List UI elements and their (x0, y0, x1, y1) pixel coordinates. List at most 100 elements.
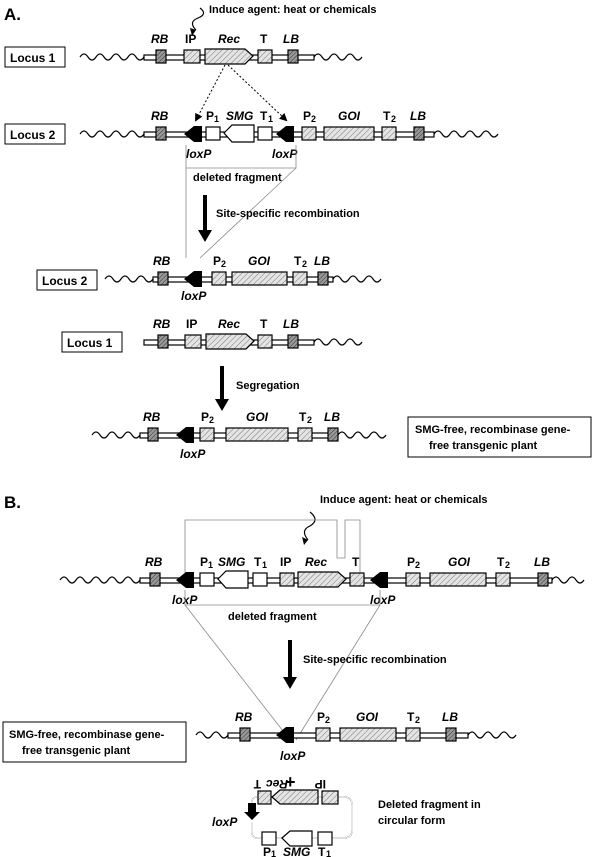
p2-label: P (407, 555, 415, 569)
segregation-label: Segregation (236, 380, 300, 392)
p2-sub: 2 (325, 715, 330, 725)
deleted-label-a: deleted fragment (193, 172, 282, 184)
locus1-label: Locus 1 (67, 336, 113, 350)
induce-squiggle-a (191, 7, 205, 31)
panel-a-title: A. (4, 5, 21, 24)
recomb-label-b: Site-specific recombination (303, 654, 447, 666)
loxp-label: loxP (280, 749, 306, 763)
rb-label: RB (153, 254, 171, 268)
rb-box (155, 49, 167, 64)
result-label-b-1: SMG-free, recombinase gene- (9, 729, 165, 741)
goi-label: GOI (246, 410, 269, 424)
t-label: T (260, 32, 268, 46)
t2-label: T (407, 710, 415, 724)
p1-sub: 1 (271, 849, 276, 857)
deleted-fragment-bracket-a (185, 145, 297, 169)
t-label: T (352, 555, 360, 569)
t2-label: T (497, 555, 505, 569)
p2-label: P (201, 410, 209, 424)
t2-label: T (383, 109, 391, 123)
loxp-label: loxP (212, 815, 238, 829)
t2-box (381, 126, 397, 141)
loxp-circular-icon (244, 803, 260, 820)
construct-b: RB loxP P 1 SMG T 1 IP Rec T loxP P 2 GO… (59, 555, 585, 607)
deleted-label-b: deleted fragment (228, 611, 317, 623)
ip-label-inverted: IP (315, 777, 326, 791)
circular-label-1: Deleted fragment in (378, 799, 481, 811)
result-label-b-2: free transgenic plant (22, 745, 131, 757)
rb-label: RB (145, 555, 163, 569)
lb-label: LB (314, 254, 330, 268)
smg-arrow (223, 124, 255, 143)
t1-sub: 1 (268, 114, 273, 124)
locus1-label: Locus 1 (10, 51, 56, 65)
lb-label: LB (283, 317, 299, 331)
goi-label: GOI (448, 555, 471, 569)
lb-label: LB (534, 555, 550, 569)
t2-sub: 2 (505, 560, 510, 570)
plus-sign: + (285, 772, 296, 792)
rec-label: Rec (305, 555, 327, 569)
rb-label: RB (235, 710, 253, 724)
p2-sub: 2 (311, 114, 316, 124)
rb-label: RB (153, 317, 171, 331)
smg-label: SMG (283, 845, 310, 857)
locus2-label: Locus 2 (42, 274, 88, 288)
t1-sub: 1 (262, 560, 267, 570)
locus2-label: Locus 2 (10, 128, 56, 142)
p1-sub: 1 (214, 114, 219, 124)
t2-sub: 2 (307, 415, 312, 425)
lb-label: LB (442, 710, 458, 724)
p1-box (205, 126, 221, 141)
loxp-right-icon (276, 126, 294, 142)
goi-label: GOI (356, 710, 379, 724)
locus1-label-box (4, 46, 66, 68)
smg-label: SMG (218, 555, 245, 569)
t-label-inverted: T (253, 777, 261, 791)
t2-sub: 2 (391, 114, 396, 124)
induce-label-b: Induce agent: heat or chemicals (320, 494, 488, 506)
loxp-label: loxP (180, 447, 206, 461)
loxp-label: loxP (186, 147, 212, 161)
result-label-a-1: SMG-free, recombinase gene- (415, 424, 571, 436)
ip-label: IP (185, 32, 196, 46)
p1-label: P (263, 845, 271, 857)
final-construct-b: RB loxP P 2 GOI T 2 LB (195, 710, 517, 763)
induce-squiggle-b (303, 511, 316, 541)
t1-label: T (318, 845, 326, 857)
lb-label: LB (283, 32, 299, 46)
goi-label: GOI (248, 254, 271, 268)
recomb-label-a: Site-specific recombination (216, 208, 360, 220)
p1-label: P (200, 555, 208, 569)
result-label-a-2: free transgenic plant (429, 440, 538, 452)
t2-label: T (299, 410, 307, 424)
rb-label: RB (151, 109, 169, 123)
loxp-label: loxP (370, 593, 396, 607)
result-box-a (407, 416, 592, 458)
goi-box (323, 126, 375, 141)
rec-arrow (204, 48, 254, 65)
t2-sub: 2 (415, 715, 420, 725)
t-label: T (260, 317, 268, 331)
rb-label: RB (151, 32, 169, 46)
rb-label: RB (143, 410, 161, 424)
p1-label: P (206, 109, 214, 123)
p2-label: P (303, 109, 311, 123)
loxp-label: loxP (272, 147, 298, 161)
p2-sub: 2 (221, 259, 226, 269)
lb-box (287, 49, 299, 64)
t2-sub: 2 (302, 259, 307, 269)
loxp-icon (184, 271, 202, 287)
result-box-b (2, 721, 187, 763)
goi-label: GOI (338, 109, 361, 123)
final-construct-a: RB loxP P 2 GOI T 2 LB (91, 410, 387, 461)
rec-to-loxp-right (227, 64, 288, 122)
locus2-construct-after: Locus 2 RB loxP P 2 GOI T 2 LB (36, 254, 382, 303)
locus2-construct-top: Locus 2 RB loxP P 1 SMG T 1 loxP P 2 GOI… (4, 109, 499, 161)
p2-sub: 2 (415, 560, 420, 570)
locus1-construct-top: Locus 1 RB IP Rec T LB (4, 32, 363, 68)
rec-label-inverted: Rec (266, 777, 288, 791)
circular-fragment: T Rec IP loxP P 1 SMG T 1 (212, 777, 353, 857)
ip-box (183, 49, 201, 64)
